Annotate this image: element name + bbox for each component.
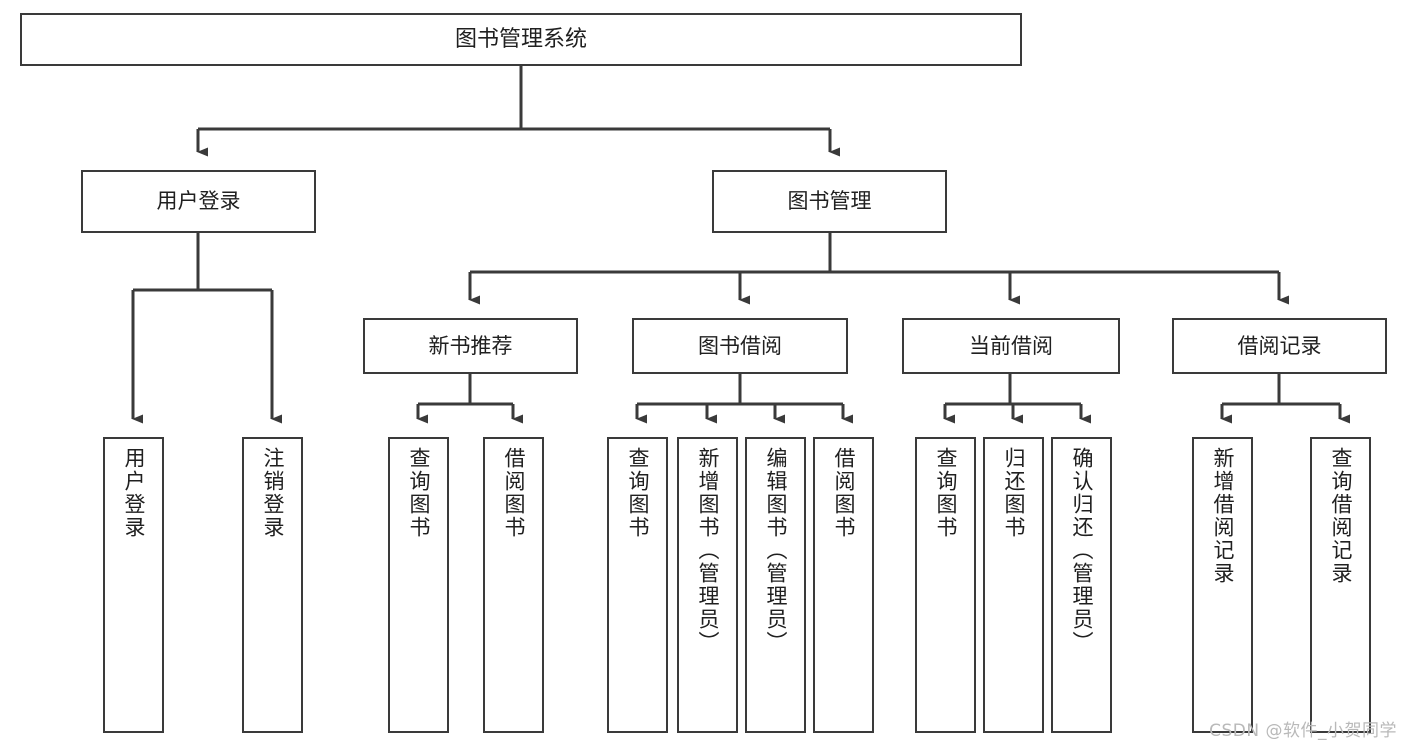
leaf-query-book-3[interactable]: 查询图书 xyxy=(915,437,976,733)
node-label: 新书推荐 xyxy=(428,333,513,358)
leaf-query-borrow-record[interactable]: 查询借阅记录 xyxy=(1310,437,1371,733)
node-label: 归还图书 xyxy=(1002,447,1026,539)
node-label: 编辑图书（管理员） xyxy=(764,447,788,654)
leaf-add-borrow-record[interactable]: 新增借阅记录 xyxy=(1192,437,1253,733)
node-label: 借阅图书 xyxy=(832,447,856,539)
leaf-query-book-2[interactable]: 查询图书 xyxy=(607,437,668,733)
leaf-user-login[interactable]: 用户登录 xyxy=(103,437,164,733)
leaf-query-book-1[interactable]: 查询图书 xyxy=(388,437,449,733)
node-label: 借阅记录 xyxy=(1237,333,1322,358)
node-label: 图书借阅 xyxy=(698,333,782,358)
node-user-login[interactable]: 用户登录 xyxy=(81,170,316,233)
node-label: 注销登录 xyxy=(261,447,285,539)
node-root-system[interactable]: 图书管理系统 xyxy=(20,13,1022,66)
node-label: 查询借阅记录 xyxy=(1329,447,1353,585)
csdn-watermark: CSDN @软件_小贺同学 xyxy=(1209,721,1397,741)
node-label: 借阅图书 xyxy=(502,447,526,539)
node-label: 查询图书 xyxy=(626,447,650,539)
leaf-return-book[interactable]: 归还图书 xyxy=(983,437,1044,733)
leaf-borrow-book-1[interactable]: 借阅图书 xyxy=(483,437,544,733)
leaf-borrow-book-2[interactable]: 借阅图书 xyxy=(813,437,874,733)
node-label: 新增借阅记录 xyxy=(1211,447,1235,585)
node-book-borrow[interactable]: 图书借阅 xyxy=(632,318,848,374)
node-label: 用户登录 xyxy=(122,447,146,539)
node-current-borrow[interactable]: 当前借阅 xyxy=(902,318,1120,374)
leaf-logout[interactable]: 注销登录 xyxy=(242,437,303,733)
node-label: 确认归还（管理员） xyxy=(1070,447,1094,654)
leaf-add-book-admin[interactable]: 新增图书（管理员） xyxy=(677,437,738,733)
node-label: 图书管理系统 xyxy=(454,26,587,52)
leaf-confirm-return-admin[interactable]: 确认归还（管理员） xyxy=(1051,437,1112,733)
node-new-book-recommend[interactable]: 新书推荐 xyxy=(363,318,578,374)
node-book-manage[interactable]: 图书管理 xyxy=(712,170,947,233)
node-borrow-record[interactable]: 借阅记录 xyxy=(1172,318,1387,374)
node-label: 查询图书 xyxy=(407,447,431,539)
node-label: 用户登录 xyxy=(156,189,241,214)
node-label: 图书管理 xyxy=(787,189,872,214)
node-label: 查询图书 xyxy=(934,447,958,539)
node-label: 当前借阅 xyxy=(969,333,1053,358)
node-label: 新增图书（管理员） xyxy=(696,447,720,654)
leaf-edit-book-admin[interactable]: 编辑图书（管理员） xyxy=(745,437,806,733)
